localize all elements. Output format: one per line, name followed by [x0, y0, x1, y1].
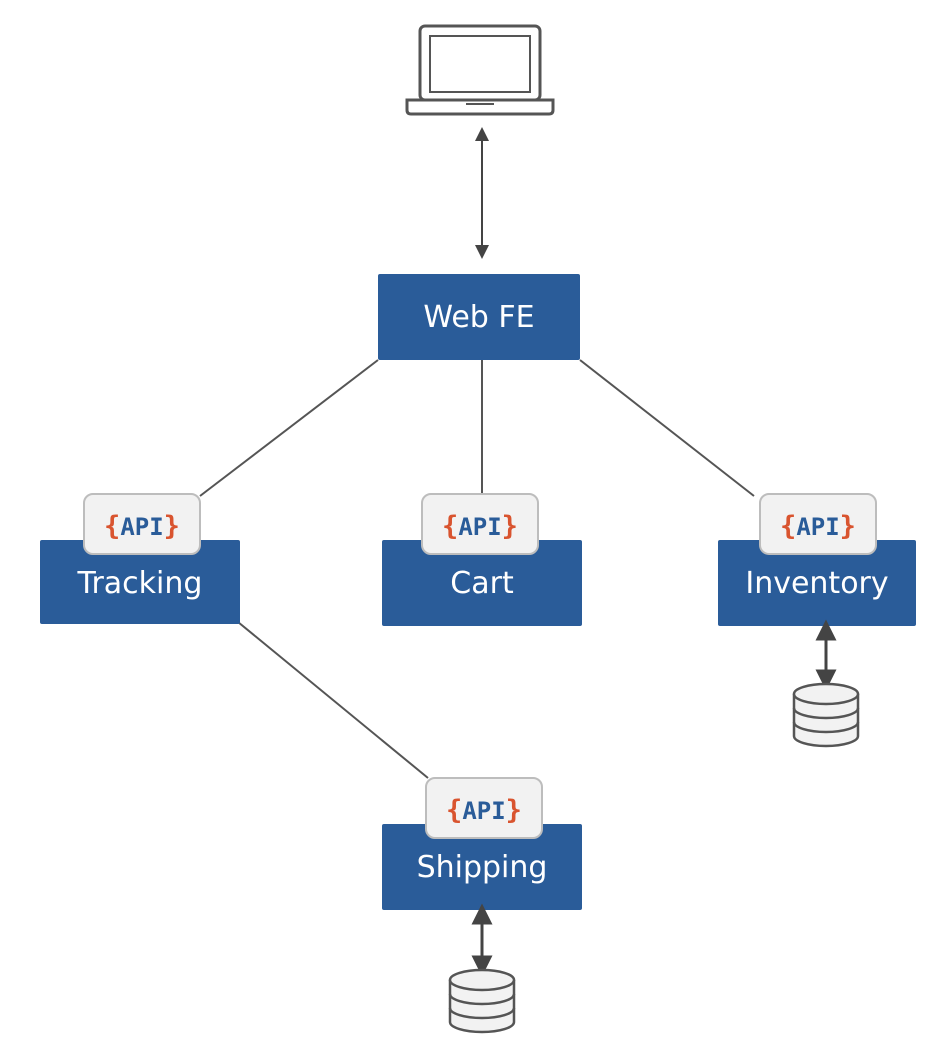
svg-text:{API}: {API}	[104, 511, 180, 542]
svg-text:{API}: {API}	[442, 511, 518, 542]
webfe-inventory-connector	[579, 359, 755, 497]
database-icon	[792, 682, 860, 748]
api-open-brace: {	[446, 795, 462, 826]
inventory-node[interactable]: Inventory	[718, 540, 916, 626]
laptop-icon	[405, 24, 555, 116]
svg-text:{API}: {API}	[446, 795, 522, 826]
webfe-node[interactable]: Web FE	[378, 274, 580, 360]
webfe-label: Web FE	[423, 300, 534, 335]
api-text: API	[120, 513, 163, 541]
shipping-api-badge: {API}	[425, 777, 543, 839]
api-text: API	[796, 513, 839, 541]
api-text: API	[458, 513, 501, 541]
api-text: API	[462, 797, 505, 825]
cart-api-badge: {API}	[421, 493, 539, 555]
tracking-node[interactable]: Tracking	[40, 540, 240, 624]
shipping-node[interactable]: Shipping	[382, 824, 582, 910]
database-icon	[448, 968, 516, 1034]
cart-label: Cart	[450, 566, 514, 601]
api-open-brace: {	[104, 511, 120, 542]
svg-text:{API}: {API}	[780, 511, 856, 542]
tracking-shipping-connector	[237, 621, 429, 779]
inventory-api-badge: {API}	[759, 493, 877, 555]
tracking-api-badge: {API}	[83, 493, 201, 555]
cart-node[interactable]: Cart	[382, 540, 582, 626]
webfe-tracking-connector	[199, 359, 379, 497]
shipping-label: Shipping	[417, 850, 548, 885]
api-open-brace: {	[780, 511, 796, 542]
api-open-brace: {	[442, 511, 458, 542]
inventory-label: Inventory	[745, 566, 888, 601]
api-close-brace: }	[840, 511, 856, 542]
tracking-label: Tracking	[77, 566, 203, 601]
api-close-brace: }	[506, 795, 522, 826]
api-close-brace: }	[164, 511, 180, 542]
api-close-brace: }	[502, 511, 518, 542]
